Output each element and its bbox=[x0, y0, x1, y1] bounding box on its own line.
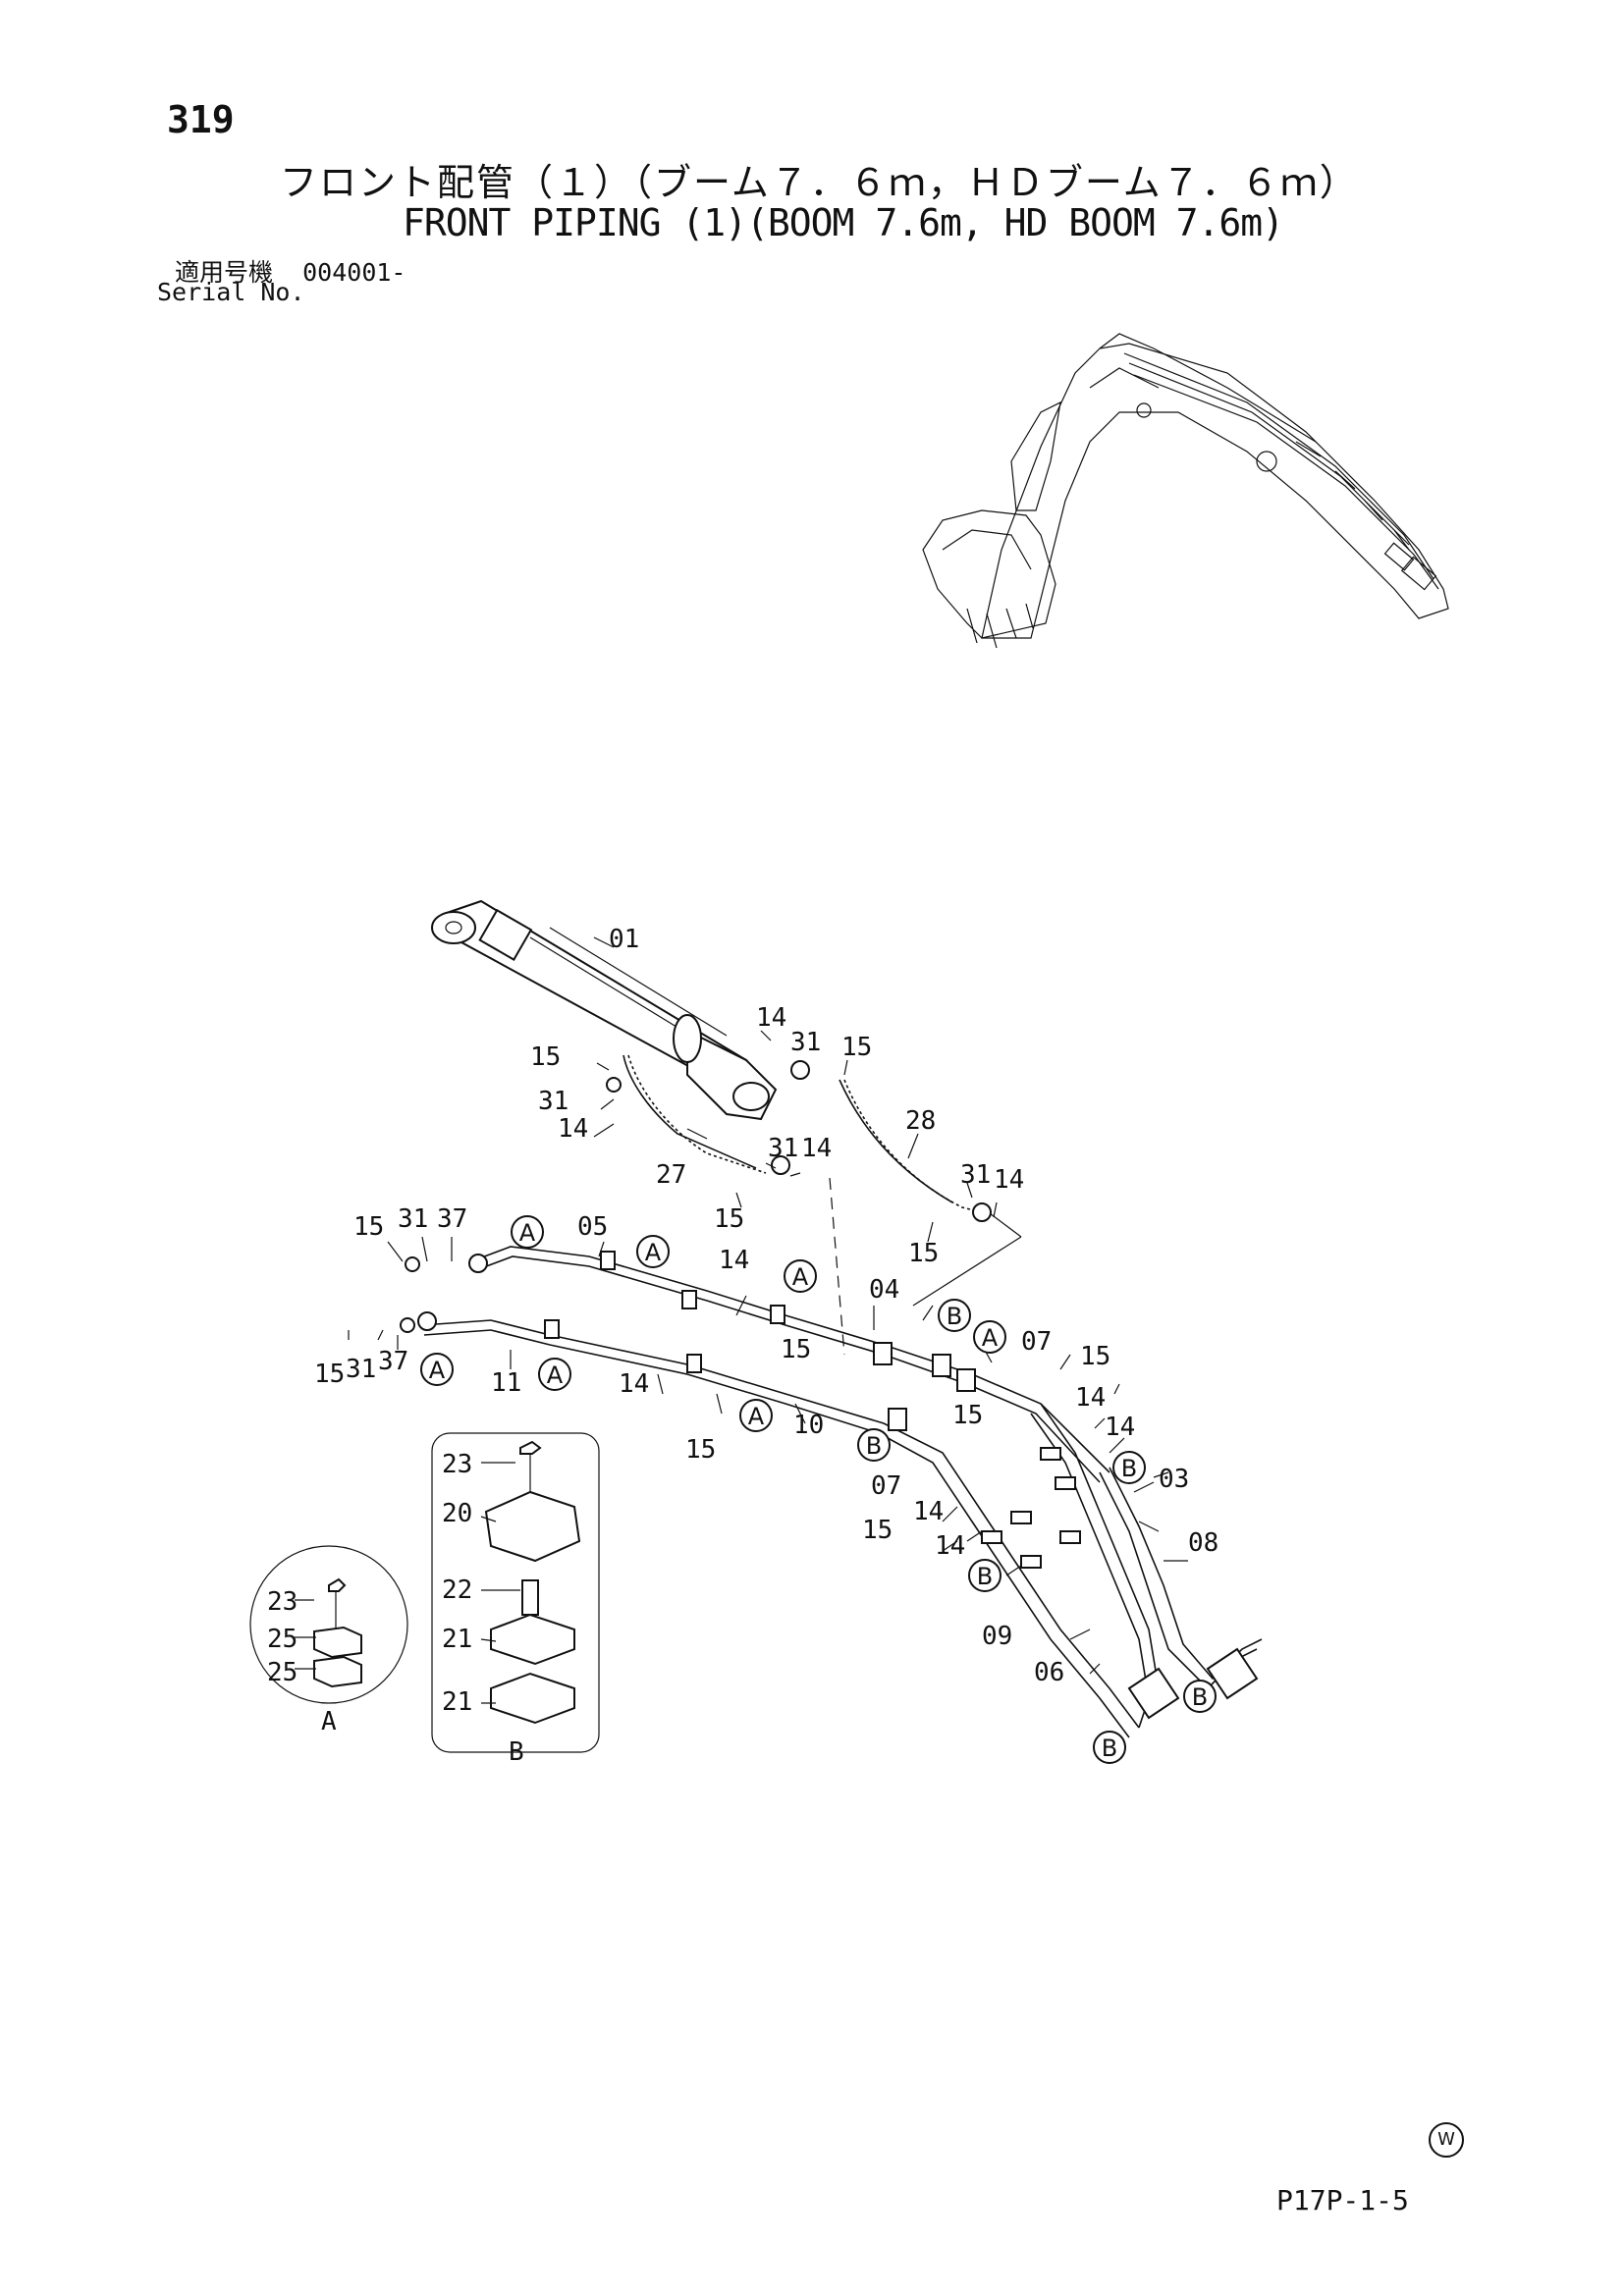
callout-07: 07 bbox=[1021, 1327, 1052, 1357]
callout-37: 37 bbox=[437, 1204, 467, 1234]
boom-cylinder bbox=[431, 899, 778, 1121]
callout-25: 25 bbox=[267, 1658, 298, 1687]
marker-a: A bbox=[547, 1362, 564, 1389]
callout-14: 14 bbox=[619, 1369, 649, 1399]
callout-09: 09 bbox=[982, 1622, 1012, 1651]
marker-b: B bbox=[866, 1432, 882, 1460]
detail-a: 23 25 25 A bbox=[249, 1545, 408, 1736]
marker-b: B bbox=[1121, 1455, 1137, 1482]
hoses bbox=[623, 1054, 983, 1213]
callout-14: 14 bbox=[1105, 1413, 1135, 1442]
callout-15: 15 bbox=[530, 1042, 561, 1072]
callout-15: 15 bbox=[841, 1033, 872, 1062]
callout-14: 14 bbox=[756, 1003, 786, 1033]
reference-markers: A A A A A A A B B B B B B bbox=[420, 1215, 1217, 1764]
region-mark: W bbox=[1429, 2122, 1464, 2158]
callout-11: 11 bbox=[491, 1368, 521, 1398]
callout-05: 05 bbox=[577, 1212, 608, 1242]
title-japanese: フロント配管（１）（ブーム７．６ｍ，ＨＤブーム７．６ｍ） bbox=[280, 161, 1359, 204]
callout-14: 14 bbox=[719, 1246, 749, 1275]
callout-21: 21 bbox=[442, 1687, 472, 1717]
callout-14: 14 bbox=[801, 1134, 832, 1163]
clamps-and-fittings bbox=[400, 1060, 1259, 1720]
callout-25: 25 bbox=[267, 1625, 298, 1654]
detail-b: 23 20 22 21 21 B bbox=[431, 1432, 600, 1767]
callout-31: 31 bbox=[346, 1355, 376, 1384]
leader-lines bbox=[348, 936, 1188, 1675]
callout-03: 03 bbox=[1159, 1465, 1189, 1494]
boom-overview-sketch bbox=[922, 333, 1449, 649]
callout-28: 28 bbox=[905, 1106, 936, 1136]
callout-15: 15 bbox=[714, 1204, 744, 1234]
title-english: FRONT PIPING (1)(BOOM 7.6m, HD BOOM 7.6m… bbox=[403, 201, 1284, 244]
callout-14: 14 bbox=[913, 1497, 944, 1526]
serial-label-en: Serial No. bbox=[157, 278, 305, 306]
marker-b: B bbox=[947, 1303, 962, 1330]
callout-31: 31 bbox=[398, 1204, 428, 1234]
callout-15: 15 bbox=[908, 1239, 939, 1268]
callout-07: 07 bbox=[871, 1471, 901, 1501]
callout-23: 23 bbox=[267, 1587, 298, 1617]
marker-b: B bbox=[1102, 1735, 1117, 1762]
serial-label-jp: 適用号機 bbox=[175, 258, 274, 287]
callout-labels: 01 14 15 31 15 31 14 28 31 14 27 31 14 1… bbox=[314, 925, 1218, 1687]
callout-06: 06 bbox=[1034, 1658, 1064, 1687]
callout-14: 14 bbox=[558, 1114, 588, 1144]
marker-b: B bbox=[1192, 1683, 1208, 1711]
marker-a: A bbox=[429, 1357, 446, 1384]
detail-a-label: A bbox=[321, 1707, 337, 1736]
callout-15: 15 bbox=[1080, 1342, 1110, 1371]
detail-b-label: B bbox=[509, 1737, 524, 1767]
callout-10: 10 bbox=[793, 1411, 824, 1440]
callout-14: 14 bbox=[935, 1531, 965, 1561]
callout-31: 31 bbox=[790, 1028, 821, 1057]
callout-15: 15 bbox=[353, 1212, 384, 1242]
callout-21: 21 bbox=[442, 1625, 472, 1654]
page-number: 319 bbox=[167, 98, 235, 141]
marker-b: B bbox=[977, 1563, 993, 1590]
callout-04: 04 bbox=[869, 1275, 899, 1305]
page-code: P17P-1-5 bbox=[1276, 2184, 1409, 2216]
marker-a: A bbox=[748, 1403, 765, 1430]
callout-15: 15 bbox=[862, 1516, 893, 1545]
callout-31: 31 bbox=[538, 1087, 568, 1116]
callout-01: 01 bbox=[609, 925, 639, 954]
callout-31: 31 bbox=[768, 1134, 798, 1163]
serial-number-line: 適用号機 004001- bbox=[175, 253, 406, 289]
callout-27: 27 bbox=[656, 1160, 686, 1190]
callout-22: 22 bbox=[442, 1575, 472, 1605]
callout-08: 08 bbox=[1188, 1528, 1218, 1558]
callout-15: 15 bbox=[314, 1360, 345, 1389]
callout-15: 15 bbox=[685, 1435, 716, 1465]
callout-23: 23 bbox=[442, 1450, 472, 1479]
marker-a: A bbox=[982, 1324, 999, 1352]
callout-14: 14 bbox=[994, 1165, 1024, 1195]
marker-a: A bbox=[792, 1263, 809, 1291]
callout-14: 14 bbox=[1075, 1383, 1106, 1413]
marker-a: A bbox=[519, 1219, 536, 1247]
callout-20: 20 bbox=[442, 1499, 472, 1528]
serial-value: 004001- bbox=[302, 258, 406, 287]
callout-15: 15 bbox=[781, 1335, 811, 1364]
callout-37: 37 bbox=[378, 1347, 408, 1376]
callout-31: 31 bbox=[960, 1160, 991, 1190]
callout-15: 15 bbox=[952, 1401, 983, 1430]
marker-a: A bbox=[645, 1239, 662, 1266]
